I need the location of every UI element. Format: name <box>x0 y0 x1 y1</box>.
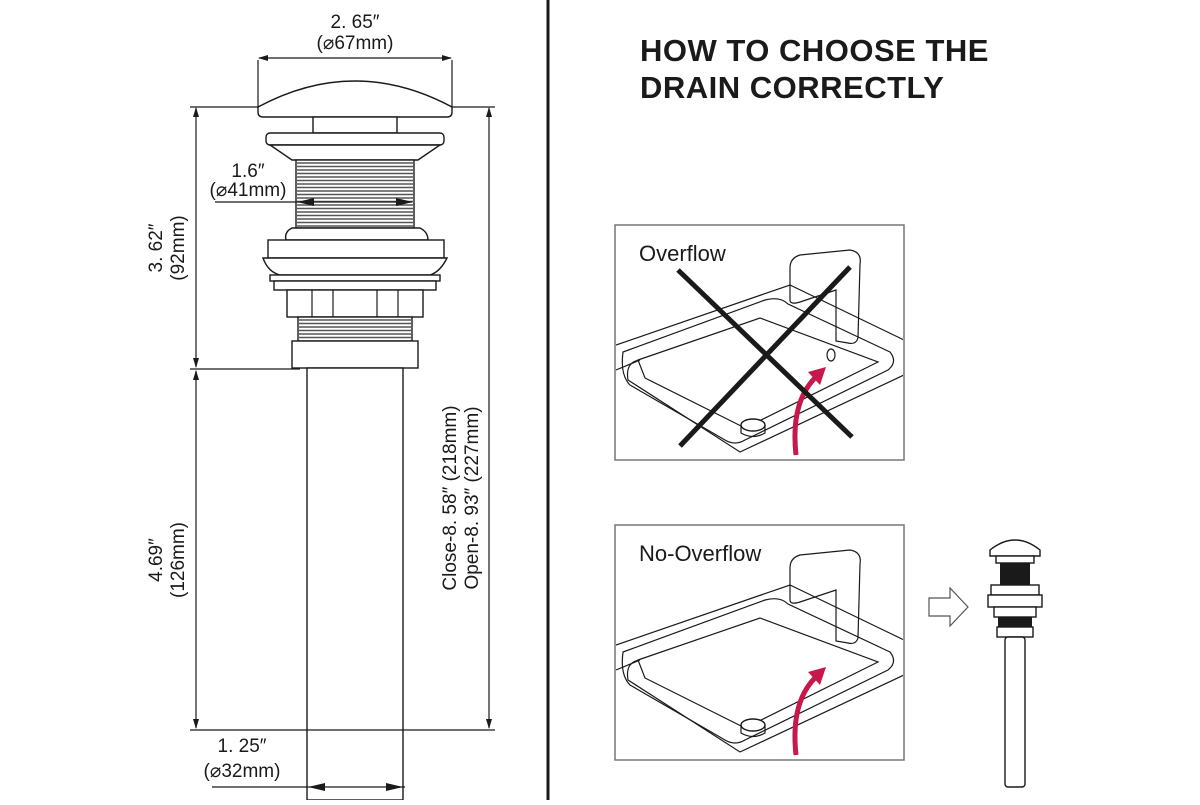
tail-pipe <box>306 367 404 801</box>
tail-diameter-inch: 1. 25″ <box>218 736 267 757</box>
drain-technical-drawing: 2. 65″ (⌀67mm) 1.6″ (⌀41mm) 3. 62″ (92mm… <box>146 12 495 801</box>
tail-collar <box>291 340 419 369</box>
drain-cap <box>257 80 453 161</box>
total-length-close: Close-8. 58″ (218mm) <box>440 405 461 590</box>
dim-thread-diameter: 1.6″ (⌀41mm) <box>210 161 413 206</box>
body-flange <box>262 227 449 318</box>
guide-title-line1: HOW TO CHOOSE THE <box>640 33 989 68</box>
dim-upper-height: 3. 62″ (92mm) <box>146 106 300 370</box>
upper-height-inch: 3. 62″ <box>146 223 167 272</box>
drain-product-small <box>987 539 1043 788</box>
thread-diameter-mm: (⌀41mm) <box>210 180 287 201</box>
guide-title-line2: DRAIN CORRECTLY <box>640 70 944 105</box>
cap-diameter-mm: (⌀67mm) <box>317 33 394 54</box>
upper-height-mm: (92mm) <box>168 215 189 280</box>
cross-out-line-2 <box>678 265 852 448</box>
total-length-open: Open-8. 93″ (227mm) <box>462 406 483 589</box>
tail-length-inch: 4.69″ <box>146 538 167 582</box>
dim-tail-diameter: 1. 25″ (⌀32mm) <box>204 736 405 791</box>
dim-tail-length: 4.69″ (126mm) <box>146 370 495 731</box>
arrow-right-icon <box>928 586 969 628</box>
upper-thread <box>295 159 415 229</box>
sink-illustration <box>616 549 903 753</box>
lower-thread <box>297 316 413 342</box>
guide-section: HOW TO CHOOSE THE DRAIN CORRECTLY Overfl… <box>614 33 1043 788</box>
panel-no-overflow: No-Overflow <box>614 524 905 761</box>
tail-length-mm: (126mm) <box>168 522 189 598</box>
panel-no-overflow-label: No-Overflow <box>639 541 761 566</box>
no-overflow-red-arrow <box>792 673 820 756</box>
tail-diameter-mm: (⌀32mm) <box>204 761 281 782</box>
panel-overflow-label: Overflow <box>639 241 726 266</box>
dim-cap-diameter: 2. 65″ (⌀67mm) <box>257 12 453 108</box>
panel-overflow: Overflow <box>614 224 905 461</box>
thread-diameter-inch: 1.6″ <box>231 161 264 182</box>
cap-diameter-inch: 2. 65″ <box>331 12 380 33</box>
overflow-red-arrow <box>792 373 820 456</box>
dim-total-length: Close-8. 58″ (218mm) Open-8. 93″ (227mm) <box>440 106 495 729</box>
